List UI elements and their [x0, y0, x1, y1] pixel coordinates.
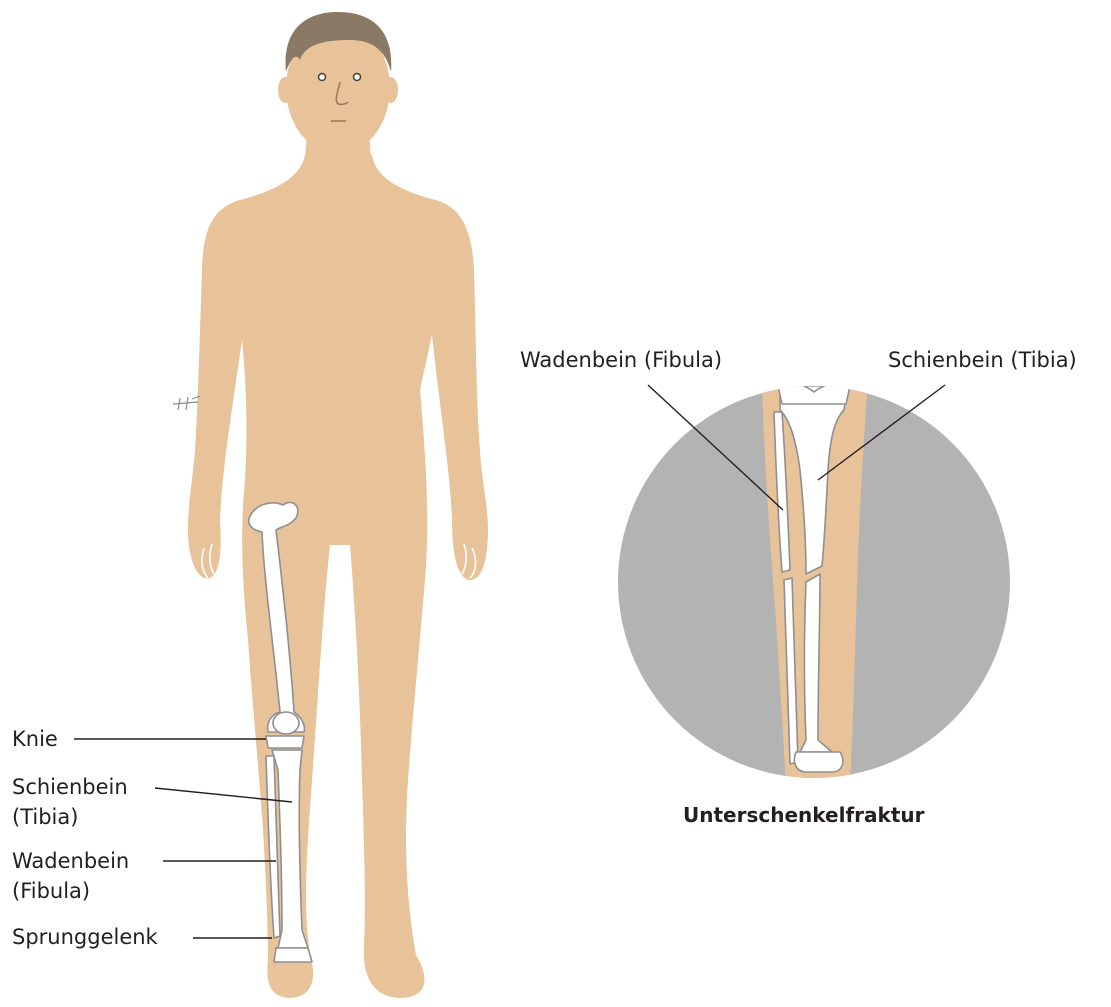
fracture-detail-circle	[618, 380, 1010, 790]
patella	[273, 712, 299, 734]
knee-label: Knie	[12, 724, 58, 754]
body-silhouette	[188, 155, 488, 998]
foot-bones	[274, 948, 312, 962]
detail-ankle	[794, 752, 842, 772]
figure-caption: Unterschenkelfraktur	[683, 803, 924, 827]
detail-fibula-label: Wadenbein (Fibula)	[520, 345, 722, 375]
fibula-label-line1: Wadenbein	[12, 846, 129, 876]
fibula-label-line2: (Fibula)	[12, 876, 90, 906]
detail-tibia-label: Schienbein (Tibia)	[888, 345, 1077, 375]
right-eye	[354, 74, 361, 81]
left-eye	[319, 74, 326, 81]
tibia-label-line1: Schienbein	[12, 772, 128, 802]
human-figure	[173, 12, 488, 998]
ankle-label: Sprunggelenk	[12, 922, 158, 952]
tibia-label-line2: (Tibia)	[12, 802, 78, 832]
artist-scribble	[173, 396, 200, 410]
right-ear	[384, 77, 398, 103]
left-ear	[278, 77, 292, 103]
knee-joint	[266, 736, 304, 748]
